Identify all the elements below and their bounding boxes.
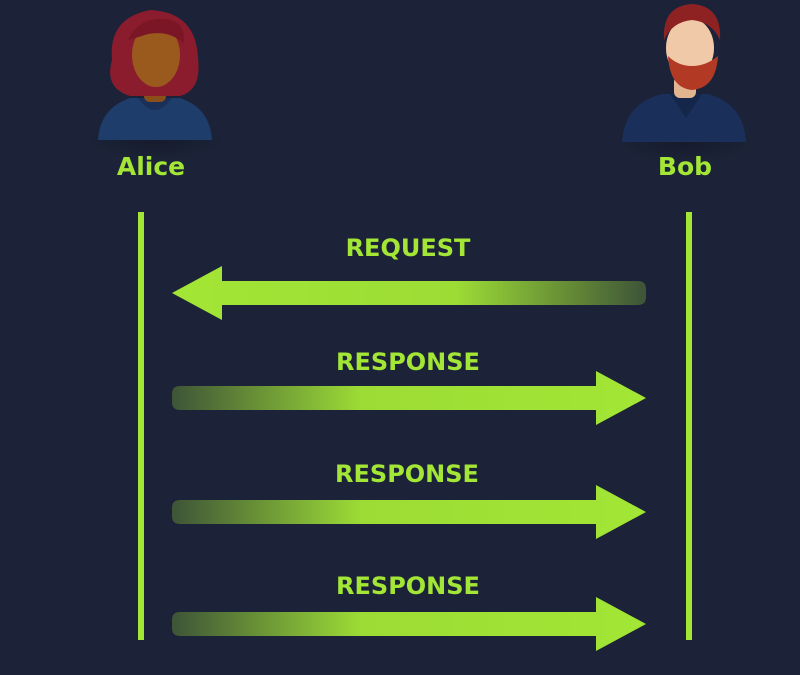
message-label-response-3: RESPONSE <box>336 572 480 600</box>
arrow-right-icon <box>172 371 646 425</box>
message-response-3: RESPONSE <box>172 572 646 651</box>
message-label-request: REQUEST <box>346 234 471 262</box>
bob-avatar <box>612 4 756 162</box>
message-label-response-1: RESPONSE <box>336 348 480 376</box>
message-request: REQUEST <box>172 234 646 320</box>
message-response-2: RESPONSE <box>172 460 646 539</box>
participant-name-bob: Bob <box>658 152 712 181</box>
lifeline-bob <box>686 212 692 640</box>
arrow-right-icon <box>172 597 646 651</box>
message-response-1: RESPONSE <box>172 348 646 425</box>
alice-avatar <box>85 10 225 160</box>
lifeline-alice <box>138 212 144 640</box>
arrow-left-icon <box>172 266 646 320</box>
arrow-right-icon <box>172 485 646 539</box>
message-label-response-2: RESPONSE <box>335 460 479 488</box>
participant-name-alice: Alice <box>117 152 185 181</box>
